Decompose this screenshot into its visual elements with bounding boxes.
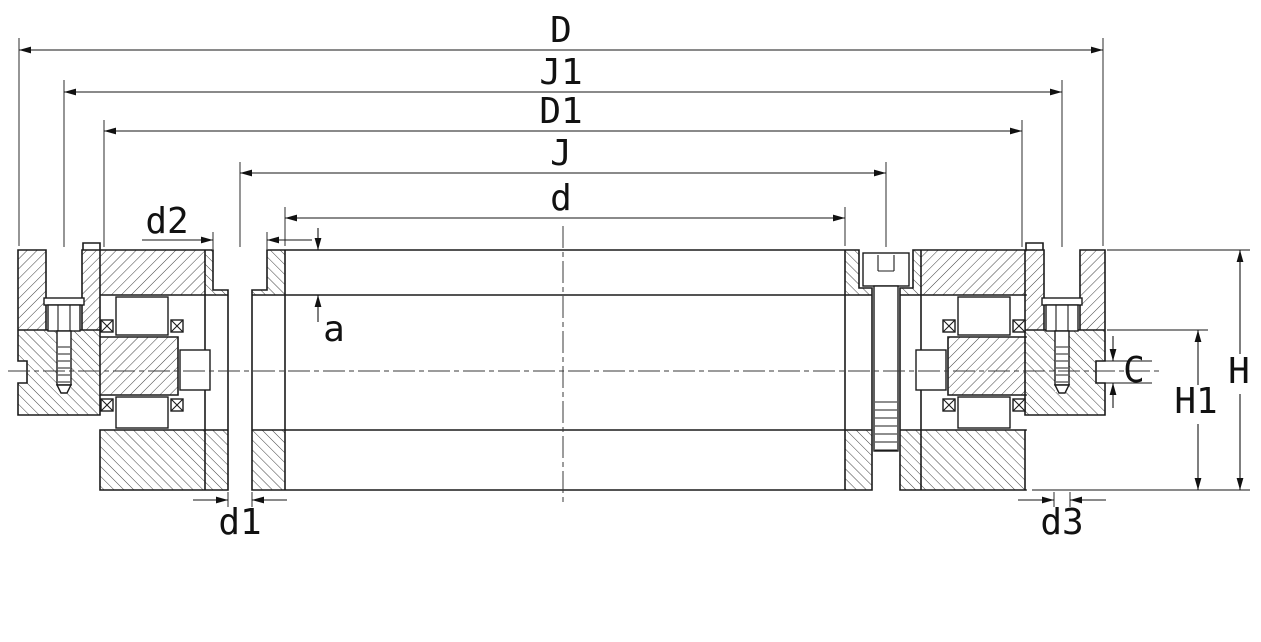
dimension-D: D bbox=[18, 10, 1104, 246]
dimension-H1: H1 bbox=[1032, 329, 1250, 491]
dim-label-J1: J1 bbox=[539, 52, 582, 93]
axial-roller-bottom-right bbox=[957, 396, 1011, 429]
dimension-d2: d2 bbox=[142, 201, 312, 249]
dim-label-D1: D1 bbox=[539, 91, 582, 132]
through-hole-d1 bbox=[228, 290, 252, 490]
hex-bolt-left bbox=[43, 297, 85, 394]
bolt-tip bbox=[55, 384, 73, 394]
middle-flange-left bbox=[100, 337, 178, 395]
centerlines bbox=[8, 226, 1160, 505]
dim-label-d1: d1 bbox=[218, 502, 261, 543]
od-groove-left bbox=[18, 361, 27, 383]
outer-ring-top-strip-left bbox=[100, 250, 205, 295]
counterbore-inner-left bbox=[213, 250, 267, 290]
dimension-D1: D1 bbox=[103, 91, 1023, 247]
hex-bolt-right bbox=[1041, 297, 1083, 394]
seal-icon bbox=[1012, 319, 1026, 333]
seal-icon bbox=[942, 398, 956, 412]
seal-icon bbox=[170, 319, 184, 333]
axial-roller-bottom-left bbox=[115, 396, 169, 429]
outer-ring-top-strip-right bbox=[921, 250, 1025, 295]
bolt-tip bbox=[1053, 384, 1071, 394]
dim-label-D: D bbox=[550, 10, 572, 51]
socket-head-bolt-center-right bbox=[862, 252, 910, 452]
bottom-ring-left bbox=[100, 430, 285, 490]
dimension-d3: d3 bbox=[1018, 492, 1106, 543]
dimension-H: H bbox=[1107, 249, 1250, 490]
dim-label-d2: d2 bbox=[145, 201, 188, 242]
dimension-a: a bbox=[314, 228, 345, 350]
dimension-J: J bbox=[239, 133, 887, 247]
dim-label-C: C bbox=[1123, 350, 1145, 391]
dimension-J1: J1 bbox=[63, 52, 1063, 247]
dimension-d1: d1 bbox=[193, 492, 287, 543]
radial-roller-left bbox=[179, 349, 211, 391]
dim-label-H1: H1 bbox=[1174, 381, 1217, 422]
seal-icon bbox=[100, 398, 114, 412]
radial-roller-right bbox=[915, 349, 947, 391]
dim-label-a: a bbox=[323, 309, 345, 350]
axial-roller-top-right bbox=[957, 296, 1011, 336]
seal-rings bbox=[100, 319, 1026, 412]
dim-label-d: d bbox=[550, 178, 572, 219]
rolling-elements bbox=[100, 296, 1026, 429]
seal-icon bbox=[170, 398, 184, 412]
dimension-d: d bbox=[284, 178, 846, 246]
od-groove-right bbox=[1096, 361, 1105, 383]
dim-label-d3: d3 bbox=[1040, 502, 1083, 543]
seal-icon bbox=[100, 319, 114, 333]
dimension-C: C bbox=[1098, 336, 1152, 408]
dim-label-H: H bbox=[1228, 351, 1250, 392]
axial-roller-top-left bbox=[115, 296, 169, 336]
dim-label-J: J bbox=[550, 133, 572, 174]
middle-flange-right bbox=[948, 337, 1026, 395]
seal-icon bbox=[942, 319, 956, 333]
seal-icon bbox=[1012, 398, 1026, 412]
object-outlines bbox=[17, 242, 1106, 491]
